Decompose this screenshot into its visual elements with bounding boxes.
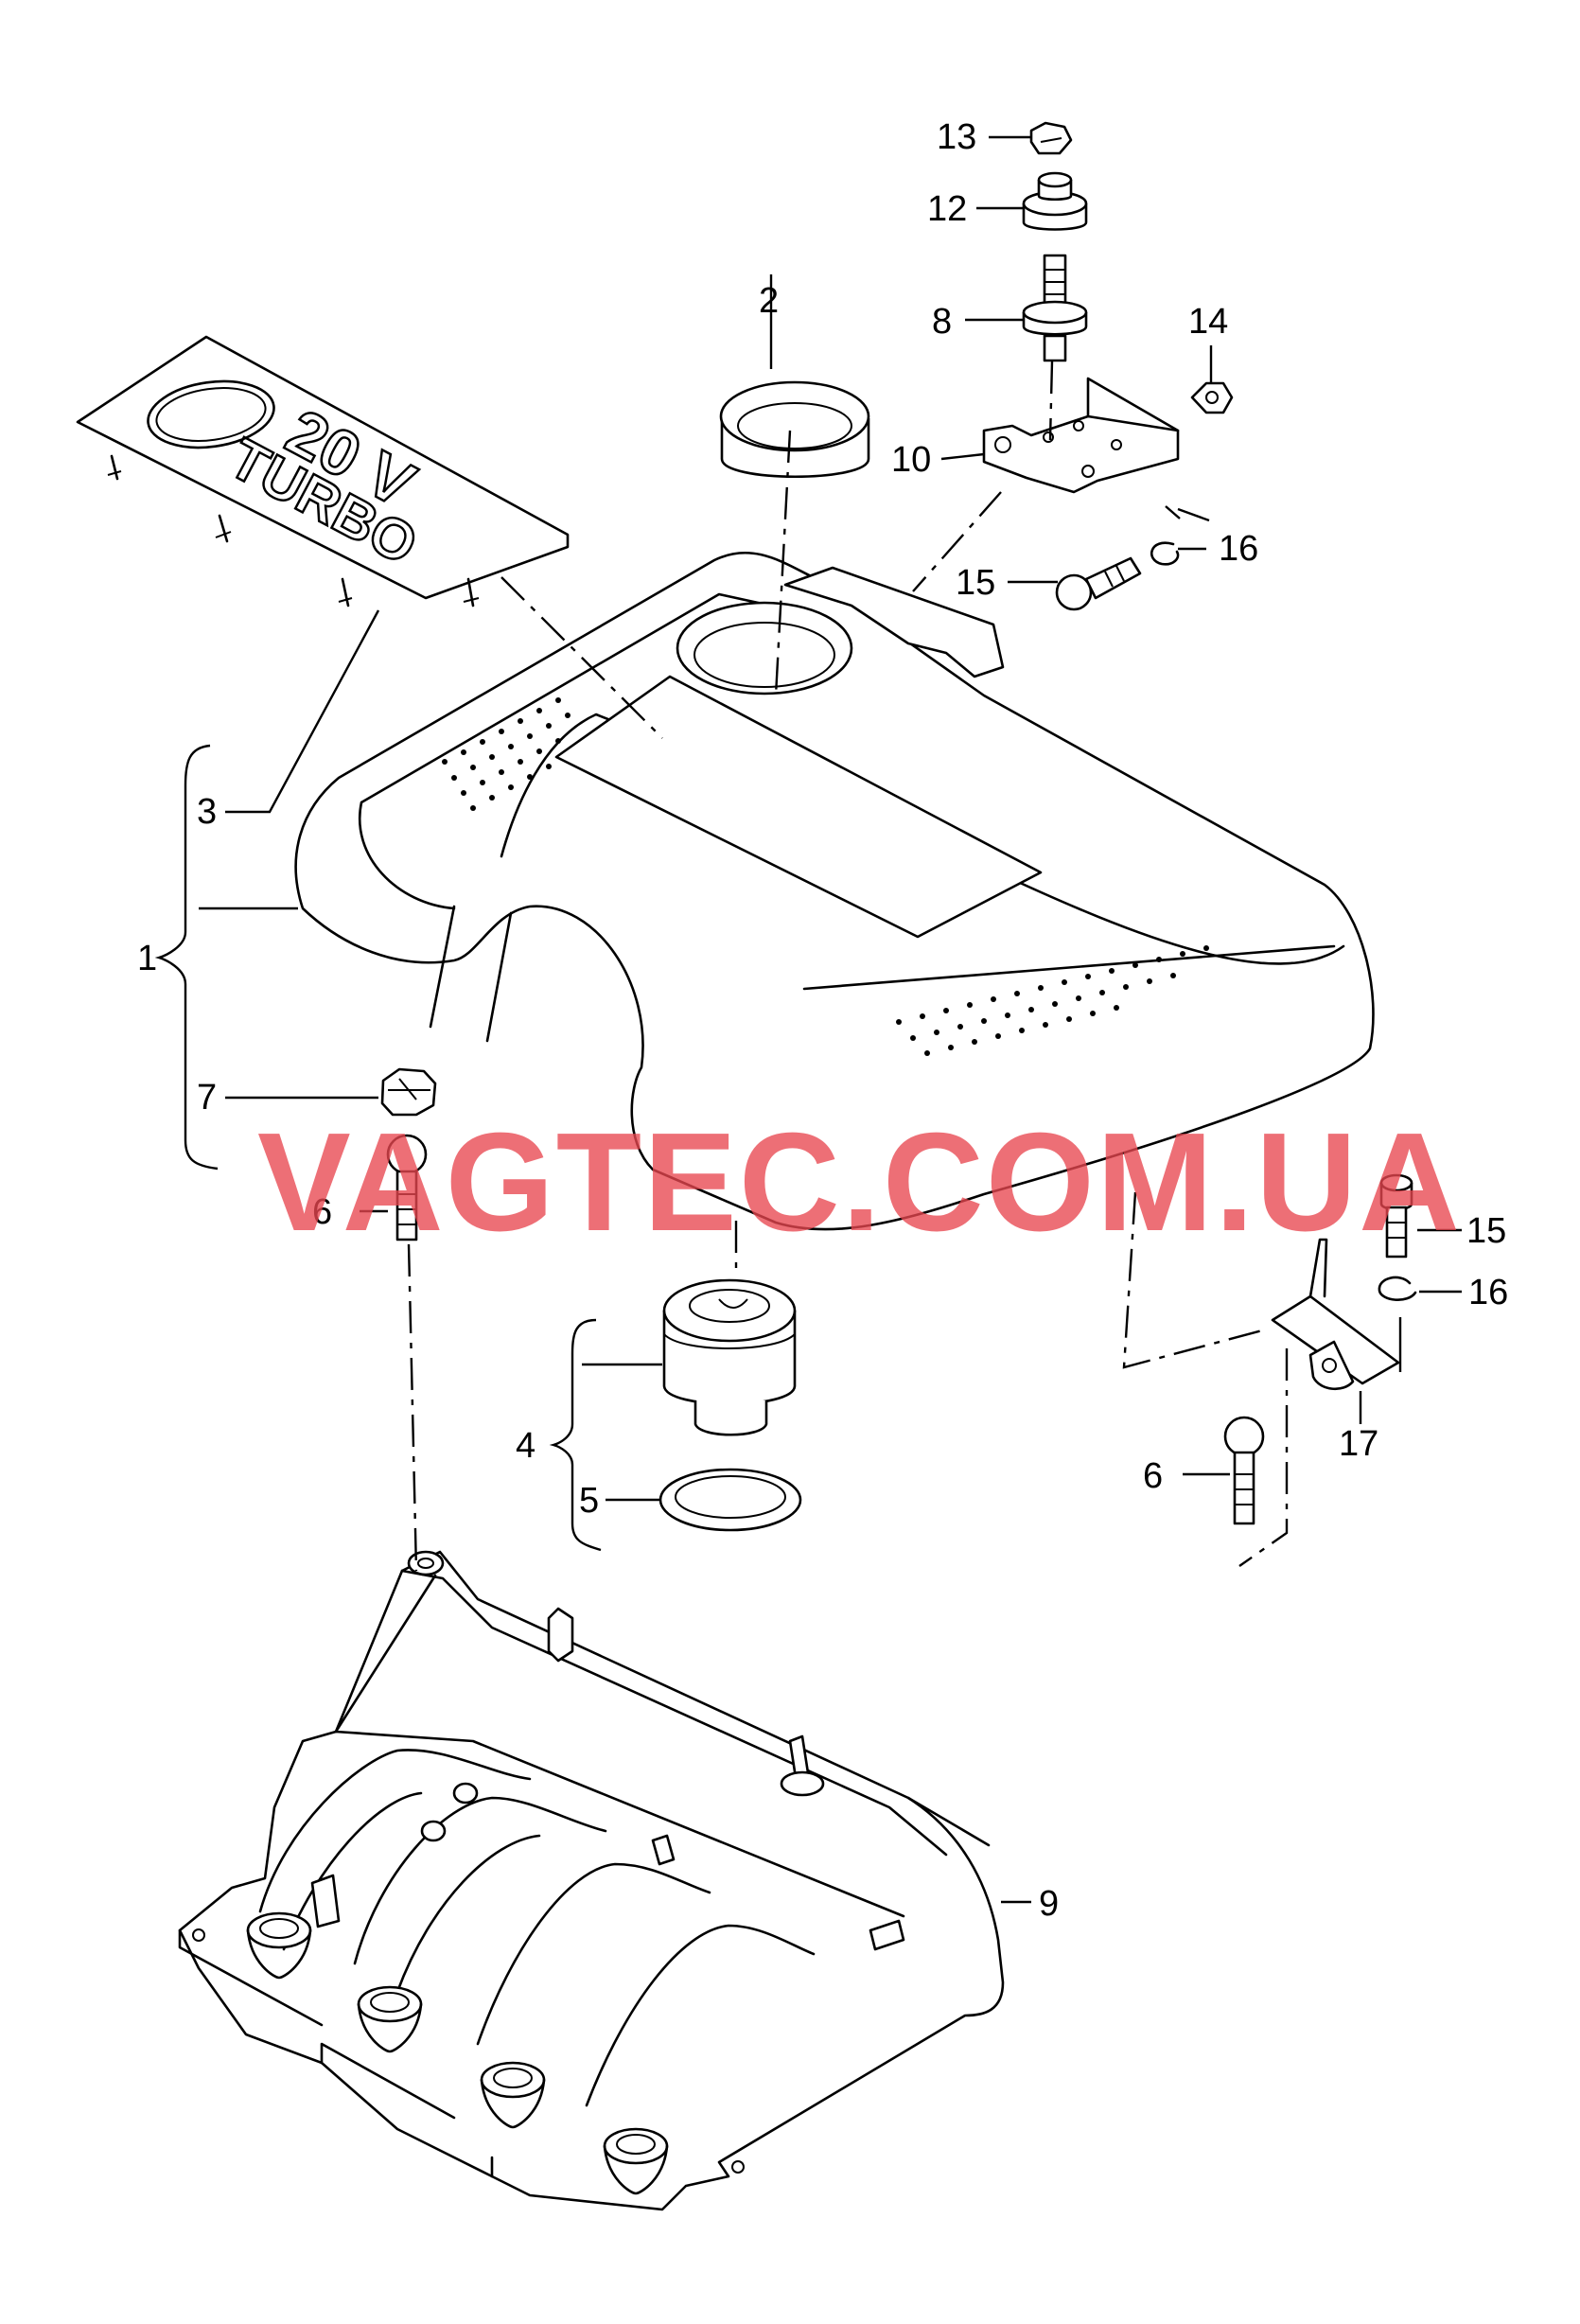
callout-6-right: 6: [1143, 1456, 1163, 1496]
ball-stud-part-6-right: [1223, 1416, 1265, 1525]
cap-part-2: [719, 380, 870, 478]
washer-part-16-top: [1150, 541, 1180, 566]
cover-vent-left: [442, 697, 571, 811]
callout-14: 14: [1188, 302, 1228, 342]
callout-4: 4: [516, 1426, 535, 1466]
assembly-axis-lines: [407, 361, 1289, 1572]
callout-16-top: 16: [1219, 529, 1258, 569]
callout-5: 5: [579, 1481, 599, 1521]
bracket-part-17: [1271, 1238, 1400, 1390]
callout-13: 13: [937, 117, 976, 157]
ball-stud-part-6-left: [386, 1134, 428, 1241]
callout-12: 12: [927, 189, 967, 229]
stud-part-8: [1022, 254, 1088, 362]
clip-part-7: [380, 1067, 437, 1117]
callout-7: 7: [197, 1078, 217, 1118]
nut-part-13: [1029, 121, 1073, 155]
callout-labels: 1 2 3 4 5 6 6 7 8 9 10 12 13 14 15 15 16…: [137, 117, 1508, 1924]
leader-lines: [154, 135, 1462, 1904]
bolt-part-15-right: [1379, 1173, 1413, 1259]
bushing-part-4: [662, 1278, 797, 1436]
callout-1: 1: [137, 939, 157, 978]
callout-3: 3: [197, 792, 217, 832]
washer-part-16-right: [1378, 1276, 1417, 1301]
bolt-part-15-top: [1055, 556, 1142, 611]
callout-2: 2: [759, 281, 779, 321]
watermark: VAGTEC.COM.UA: [257, 1104, 1462, 1260]
grommet-part-12: [1022, 171, 1088, 231]
intake-manifold-part-9: [178, 1550, 1005, 2211]
cover-vent-right: [896, 945, 1209, 1056]
engine-cover-part-1: [294, 551, 1375, 1231]
emblem-plate-part-3: 20 V TURBO: [76, 335, 570, 607]
bracket-part-10: [982, 377, 1180, 494]
o-ring-part-5: [658, 1468, 802, 1532]
callout-16-right: 16: [1468, 1273, 1508, 1312]
callout-8: 8: [932, 302, 952, 342]
callout-15-right: 15: [1466, 1211, 1506, 1251]
callout-9: 9: [1039, 1884, 1059, 1924]
nut-part-14: [1190, 381, 1234, 414]
callout-10: 10: [891, 440, 931, 480]
callout-6-left: 6: [312, 1192, 332, 1232]
callout-15-top: 15: [956, 563, 995, 603]
callout-17: 17: [1339, 1424, 1378, 1464]
